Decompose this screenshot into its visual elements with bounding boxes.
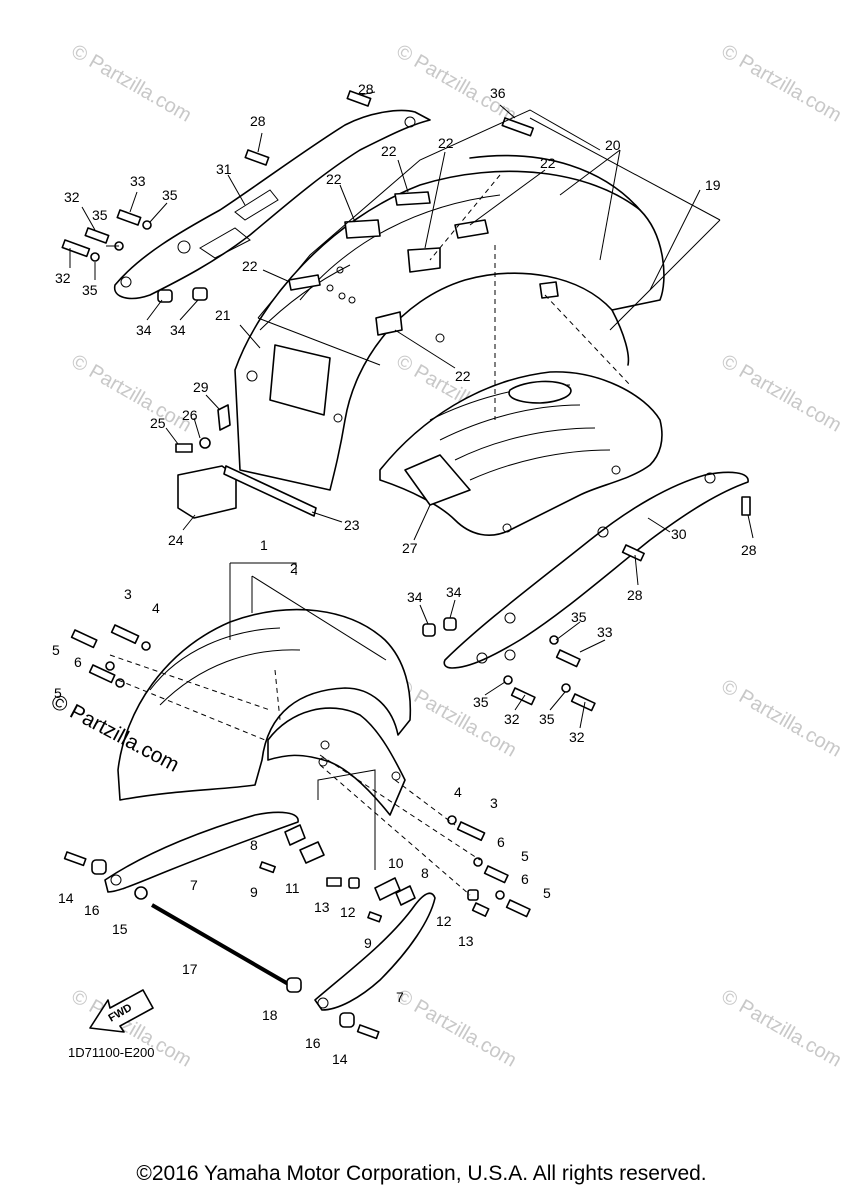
callout-28: 28 [358,81,374,97]
callout-32: 32 [504,711,520,727]
watermark: © Partzilla.com [68,40,196,126]
callout-8: 8 [421,865,429,881]
callout-29: 29 [193,379,209,395]
callout-35: 35 [473,694,489,710]
callout-34: 34 [407,589,423,605]
callout-4: 4 [454,784,462,800]
callout-15: 15 [112,921,128,937]
rear-stay-31 [114,109,431,300]
fwd-arrow: FWD [89,989,154,1033]
callout-30: 30 [671,526,687,542]
callout-32: 32 [569,729,585,745]
fender-bracket-upper [104,811,299,893]
callout-1: 1 [260,537,268,553]
small-hardware [61,90,751,1040]
callout-3: 3 [124,586,132,602]
callout-34: 34 [136,322,152,338]
axle-17 [150,903,292,987]
callout-24: 24 [168,532,184,548]
group-brackets [229,109,721,870]
callout-22: 22 [455,368,471,384]
diagram-code: 1D71100-E200 [68,1045,155,1060]
fender-bracket-lower [314,892,436,1011]
callout-11: 11 [285,880,300,896]
callout-22: 22 [326,171,342,187]
callout-23: 23 [344,517,360,533]
callout-35: 35 [162,187,178,203]
callout-5: 5 [543,885,551,901]
callout-26: 26 [182,407,198,423]
watermark: © Partzilla.com [718,985,843,1071]
callout-16: 16 [305,1035,321,1051]
callout-36: 36 [490,85,506,101]
callout-5: 5 [521,848,529,864]
callout-19: 19 [705,177,721,193]
leader-lines [69,91,754,729]
callout-22: 22 [438,135,454,151]
callout-5: 5 [54,685,62,701]
callout-32: 32 [64,189,80,205]
callout-34: 34 [170,322,186,338]
callout-20: 20 [605,137,621,153]
callout-22: 22 [242,258,258,274]
assembly-guide-lines [109,174,631,896]
callout-2: 2 [290,560,298,576]
callout-35: 35 [571,609,587,625]
callout-7: 7 [190,877,198,893]
callout-numbers: 28 28 36 20 19 22 22 22 22 22 22 31 33 3… [52,81,757,1067]
front-fender [117,608,412,816]
callout-27: 27 [402,540,418,556]
callout-12: 12 [340,904,356,920]
callout-5: 5 [52,642,60,658]
callout-12: 12 [436,913,452,929]
watermark: © Partzilla.com [718,350,843,436]
callout-13: 13 [458,933,474,949]
rear-fender [234,154,665,491]
callout-6: 6 [497,834,505,850]
callout-28: 28 [741,542,757,558]
watermark: © Partzilla.com [393,985,521,1071]
callout-13: 13 [314,899,330,915]
callout-35: 35 [539,711,555,727]
callout-22: 22 [540,155,556,171]
callout-31: 31 [216,161,232,177]
callout-9: 9 [250,884,258,900]
callout-6: 6 [521,871,529,887]
callout-3: 3 [490,795,498,811]
callout-25: 25 [150,415,166,431]
callout-14: 14 [58,890,74,906]
callout-10: 10 [388,855,404,871]
watermark: © Partzilla.com [718,675,843,761]
callout-18: 18 [262,1007,278,1023]
callout-17: 17 [182,961,198,977]
callout-14: 14 [332,1051,348,1067]
callout-28: 28 [250,113,266,129]
callout-22: 22 [381,143,397,159]
callout-6: 6 [74,654,82,670]
inner-fender-27 [379,371,663,536]
callout-35: 35 [92,207,108,223]
callout-16: 16 [84,902,100,918]
callout-4: 4 [152,600,160,616]
callout-28: 28 [627,587,643,603]
callout-9: 9 [364,935,372,951]
callout-21: 21 [215,307,231,323]
callout-35: 35 [82,282,98,298]
callout-7: 7 [396,989,404,1005]
callout-33: 33 [130,173,146,189]
watermark: © Partzilla.com [718,40,843,126]
watermark: © Partzilla.com [68,350,196,436]
callout-8: 8 [250,837,258,853]
copyright-notice: ©2016 Yamaha Motor Corporation, U.S.A. A… [136,1162,707,1185]
watermark: © Partzilla.com [393,675,521,761]
callout-33: 33 [597,624,613,640]
callout-32: 32 [55,270,71,286]
callout-34: 34 [446,584,462,600]
rear-stay-30 [443,471,749,669]
